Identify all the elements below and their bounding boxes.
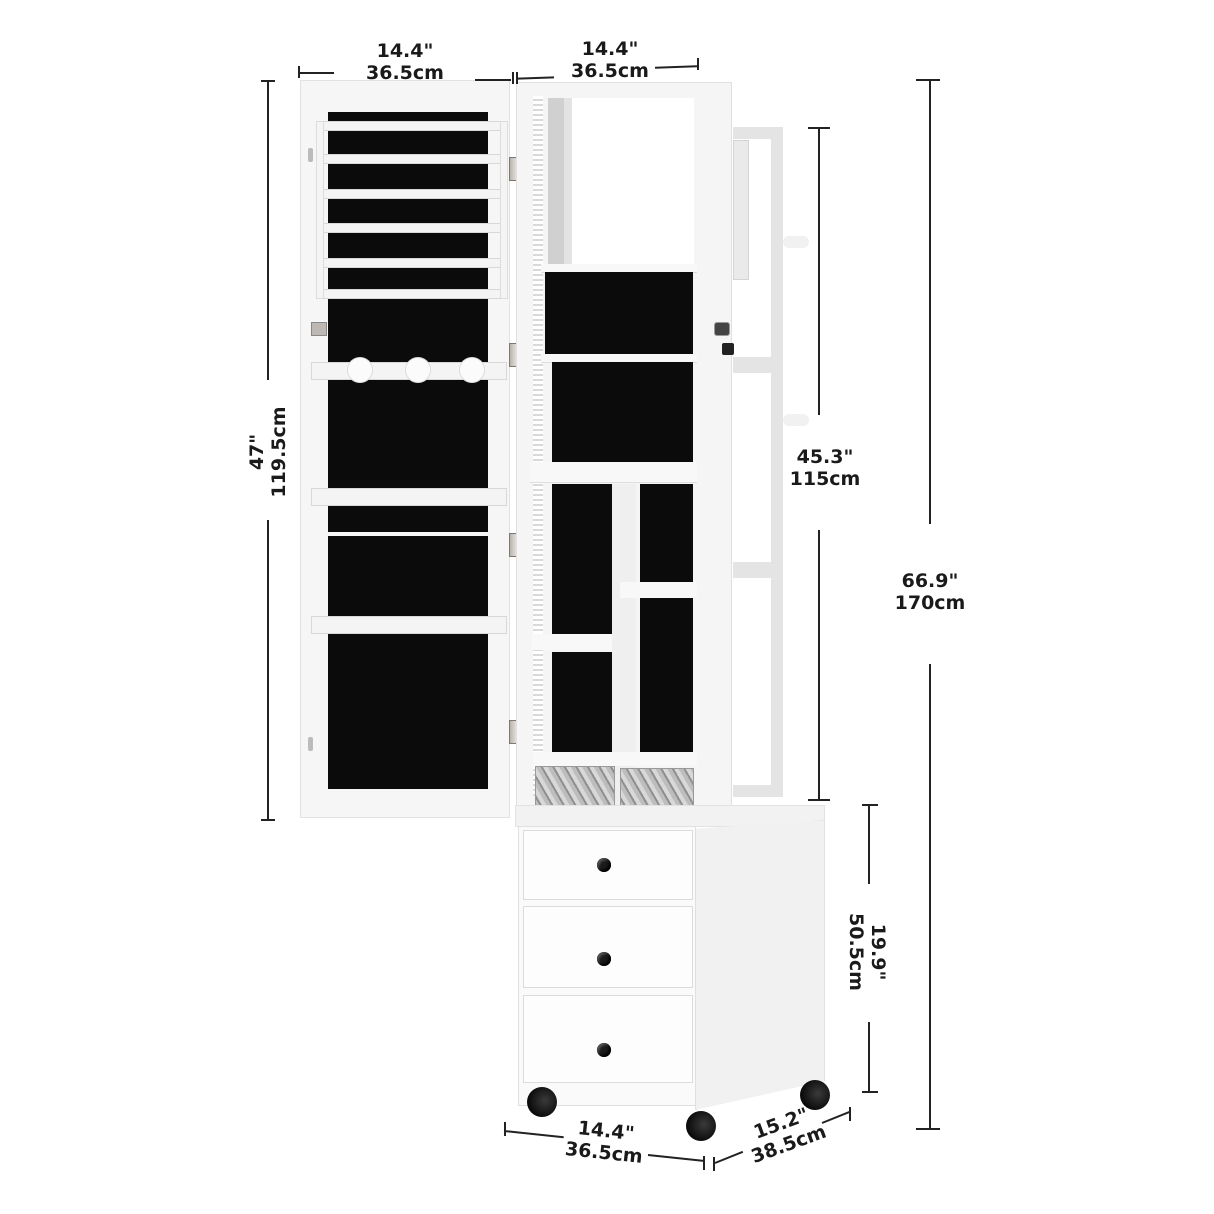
drawer-knob[interactable] xyxy=(597,858,611,872)
total-height-cm: 170cm xyxy=(894,592,966,614)
dim-tick xyxy=(703,1156,705,1170)
dim-line-cabinet-width xyxy=(516,72,518,84)
caster-wheel xyxy=(686,1111,716,1141)
compartment-panel xyxy=(552,362,693,462)
caster-wheel xyxy=(527,1087,557,1117)
dim-tick xyxy=(261,819,275,821)
dim-line-door-height xyxy=(267,80,269,380)
coat-rack xyxy=(733,127,783,797)
earring-bar xyxy=(316,121,508,131)
base-height-cm: 50.5cm xyxy=(845,913,867,991)
earring-bar xyxy=(316,258,508,268)
dim-line-rack-height xyxy=(818,127,820,415)
side-hook xyxy=(783,236,809,248)
led-strip xyxy=(533,96,543,796)
storage-basket[interactable] xyxy=(535,766,615,808)
drawer-3[interactable] xyxy=(523,995,693,1083)
total-height-inches: 66.9" xyxy=(901,570,959,592)
lock-icon[interactable] xyxy=(714,322,730,336)
earring-bar xyxy=(316,154,508,164)
rack-height-cm: 115cm xyxy=(789,468,861,490)
shelf xyxy=(532,634,612,650)
door-latch[interactable] xyxy=(311,322,327,336)
base-width-label: 14.4" 36.5cm xyxy=(538,1113,672,1170)
cabinet-width-cm: 36.5cm xyxy=(571,60,649,82)
padlock-key-icon xyxy=(722,343,734,355)
door-lining-top xyxy=(328,112,488,532)
base-height-inches: 19.9" xyxy=(867,923,889,981)
dim-line-base-height xyxy=(868,804,870,884)
door-width-cm: 36.5cm xyxy=(366,62,444,84)
necklace-hook-bar xyxy=(311,488,507,506)
dim-line-total-height xyxy=(929,79,931,524)
dim-tick xyxy=(862,804,878,806)
storage-basket[interactable] xyxy=(620,768,694,810)
door-height-cm: 119.5cm xyxy=(268,406,290,498)
door-magnet xyxy=(308,148,313,162)
drawer-2[interactable] xyxy=(523,906,693,988)
base-height-label: 19.9" 50.5cm xyxy=(845,897,889,1007)
dim-line-door-width xyxy=(298,72,334,74)
compartment-panel xyxy=(640,484,693,582)
cabinet-width-inches: 14.4" xyxy=(581,38,639,60)
door-peg xyxy=(347,357,373,383)
dim-tick xyxy=(808,799,830,801)
dim-tick xyxy=(504,1122,506,1136)
earring-frame-right xyxy=(500,121,508,299)
door-magnet xyxy=(308,737,313,751)
dim-tick xyxy=(849,1107,851,1121)
drawer-knob[interactable] xyxy=(597,1043,611,1057)
dim-tick xyxy=(298,66,300,78)
cabinet-width-label: 14.4" 36.5cm xyxy=(545,38,675,82)
dim-tick xyxy=(916,1128,940,1130)
caster-wheel xyxy=(800,1080,830,1110)
dim-line-door-height xyxy=(267,520,269,820)
rack-strap xyxy=(733,140,749,280)
compartment-panel xyxy=(552,484,612,634)
dim-line-door-width xyxy=(475,79,511,81)
dim-tick xyxy=(713,1157,715,1171)
compartment-panel xyxy=(640,598,693,756)
earring-bar xyxy=(316,189,508,199)
door-height-inches: 47" xyxy=(246,433,268,471)
door-peg xyxy=(405,357,431,383)
door-peg xyxy=(459,357,485,383)
shelf xyxy=(620,582,697,598)
base-depth-label: 15.2" 38.5cm xyxy=(721,1093,849,1175)
dim-tick xyxy=(862,1091,878,1093)
drawer-knob[interactable] xyxy=(597,952,611,966)
compartment-panel xyxy=(552,652,612,752)
dim-tick xyxy=(697,58,699,70)
earring-bar xyxy=(316,289,508,299)
dim-tick xyxy=(916,79,940,81)
door-width-inches: 14.4" xyxy=(376,40,434,62)
base-side xyxy=(695,820,825,1110)
door-lining-bottom xyxy=(328,536,488,789)
earring-bar xyxy=(316,223,508,233)
earring-frame-left xyxy=(316,121,324,299)
ring-roll-panel xyxy=(545,272,693,354)
door-width-label: 14.4" 36.5cm xyxy=(340,40,470,84)
necklace-hook-bar xyxy=(311,616,507,634)
rack-height-label: 45.3" 115cm xyxy=(770,446,880,490)
shelf xyxy=(530,462,697,483)
dim-line-base-height xyxy=(868,1022,870,1092)
total-height-label: 66.9" 170cm xyxy=(875,570,985,614)
shelf xyxy=(533,752,697,766)
mirror-back xyxy=(548,98,694,264)
dim-line-total-height xyxy=(929,664,931,1129)
side-hook xyxy=(783,414,809,426)
rack-height-inches: 45.3" xyxy=(796,446,854,468)
dim-line-rack-height xyxy=(818,530,820,800)
door-height-label: 47" 119.5cm xyxy=(246,392,290,512)
rack-crossbar xyxy=(733,562,773,578)
rack-crossbar xyxy=(733,357,773,373)
dim-tick xyxy=(512,72,514,84)
